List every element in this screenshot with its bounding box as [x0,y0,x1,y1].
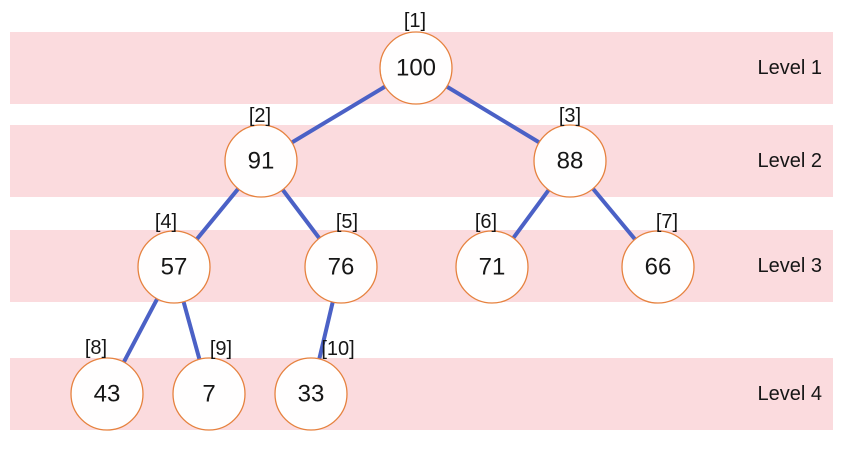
level-label-2: Level 2 [758,150,823,172]
node-index-label-5: [5] [336,211,358,233]
node-index-label-3: [3] [559,105,581,127]
node-value-10: 33 [298,381,325,408]
node-index-label-8: [8] [85,337,107,359]
tree-node-circle-10 [274,357,348,431]
tree-node-circle-8 [70,357,144,431]
node-value-6: 71 [479,254,506,281]
node-value-2: 91 [248,148,275,175]
tree-node-circle-1 [379,31,453,105]
node-index-label-10: [10] [321,338,354,360]
tree-node-circle-6 [455,230,529,304]
tree-node-circle-3 [533,124,607,198]
tree-node-circle-5 [304,230,378,304]
tree-node-circle-7 [621,230,695,304]
node-index-label-2: [2] [249,105,271,127]
node-value-3: 88 [557,148,584,175]
node-index-label-7: [7] [656,211,678,233]
node-index-label-9: [9] [210,338,232,360]
node-value-4: 57 [161,254,188,281]
node-index-label-6: [6] [475,211,497,233]
node-index-label-1: [1] [404,10,426,32]
node-value-7: 66 [645,254,672,281]
level-band-3 [10,230,833,302]
tree-node-circle-2 [224,124,298,198]
node-value-9: 7 [202,381,215,408]
tree-node-circle-9 [172,357,246,431]
node-value-1: 100 [396,55,436,82]
node-value-5: 76 [328,254,355,281]
level-band-2 [10,125,833,197]
node-index-label-4: [4] [155,211,177,233]
tree-node-circle-4 [137,230,211,304]
level-band-4 [10,358,833,430]
level-label-3: Level 3 [758,255,823,277]
level-label-1: Level 1 [758,57,823,79]
level-label-4: Level 4 [758,383,823,405]
node-value-8: 43 [94,381,121,408]
